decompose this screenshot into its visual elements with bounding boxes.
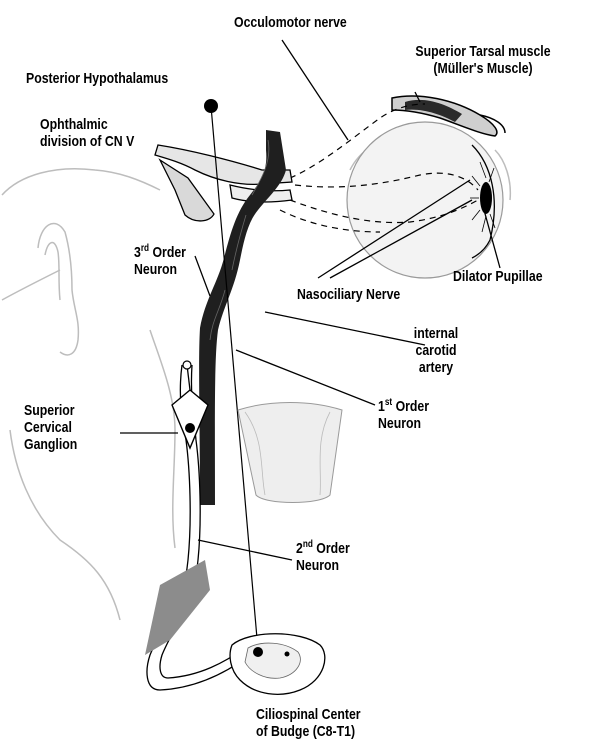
eyeball [347,122,503,278]
superior-tarsal-label: Superior Tarsal muscle (Müller's Muscle) [405,43,561,77]
second-order-neuron-label: 2nd Order Neuron [296,540,350,574]
ciliospinal-line2: of Budge (C8-T1) [256,723,361,740]
ciliospinal-line1: Ciliospinal Center [256,706,361,723]
internal-carotid-line3: artery [411,359,460,376]
ciliospinal-center-label: Ciliospinal Center of Budge (C8-T1) [256,706,361,740]
third-order-word: Order [152,244,186,261]
second-order-suffix: nd [303,539,313,550]
internal-carotid-line2: carotid [411,342,460,359]
ophthalmic-line2: division of CN V [40,133,134,150]
first-order-word: Order [396,398,430,415]
superior-cervical-line2: Cervical [24,419,77,436]
internal-carotid-line1: internal [411,325,460,342]
spinal-cord-section [230,634,325,695]
superior-tarsal-line1: Superior Tarsal muscle [405,43,561,60]
posterior-hypothalamus-label: Posterior Hypothalamus [26,70,168,87]
neck-shading [145,560,210,655]
ophthalmic-line1: Ophthalmic [40,116,134,133]
superior-cervical-ganglion-label: Superior Cervical Ganglion [24,402,77,453]
nasociliary-nerve-label: Nasociliary Nerve [297,286,400,303]
dilator-pupillae-label: Dilator Pupillae [453,268,543,285]
first-order-suffix: st [385,397,392,408]
second-order-word: Order [316,540,350,557]
internal-carotid-label: internal carotid artery [411,325,460,376]
third-order-neuron-label: 3rd Order Neuron [134,244,186,278]
superior-cervical-line3: Ganglion [24,436,77,453]
occulomotor-nerve-label: Occulomotor nerve [234,14,347,31]
ophthalmic-label: Ophthalmic division of CN V [40,116,134,150]
first-order-line2: Neuron [378,415,429,432]
third-order-line2: Neuron [134,261,186,278]
third-order-suffix: rd [141,243,149,254]
first-order-neuron-label: 1st Order Neuron [378,398,429,432]
vertebra [238,403,342,503]
pupil-icon [480,182,492,214]
second-order-line2: Neuron [296,557,350,574]
superior-cervical-line1: Superior [24,402,77,419]
superior-tarsal-line2: (Müller's Muscle) [405,60,561,77]
